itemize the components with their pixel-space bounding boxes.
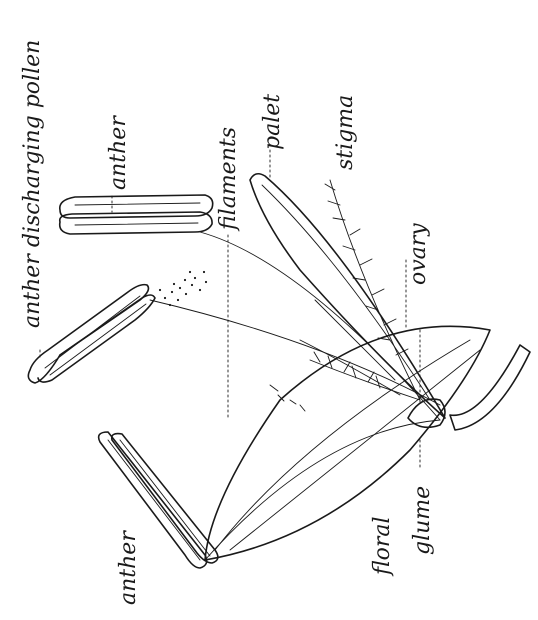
label-anther-top: anther	[108, 116, 130, 190]
label-filaments: filaments	[218, 127, 240, 230]
anther-top	[60, 195, 213, 234]
label-floral: floral	[372, 516, 394, 575]
label-palet: palet	[262, 94, 284, 150]
label-anther-discharging-pollen: anther discharging pollen	[22, 40, 44, 328]
label-glume: glume	[412, 486, 434, 555]
label-stigma: stigma	[335, 95, 357, 170]
label-ovary: ovary	[408, 223, 430, 285]
filaments	[150, 232, 440, 560]
rachilla-stalk	[450, 345, 530, 430]
pollen-grains	[159, 271, 207, 306]
stigma	[270, 180, 420, 411]
anther-discharging	[28, 285, 155, 383]
label-anther-bottom: anther	[118, 531, 140, 605]
palet	[250, 174, 445, 418]
